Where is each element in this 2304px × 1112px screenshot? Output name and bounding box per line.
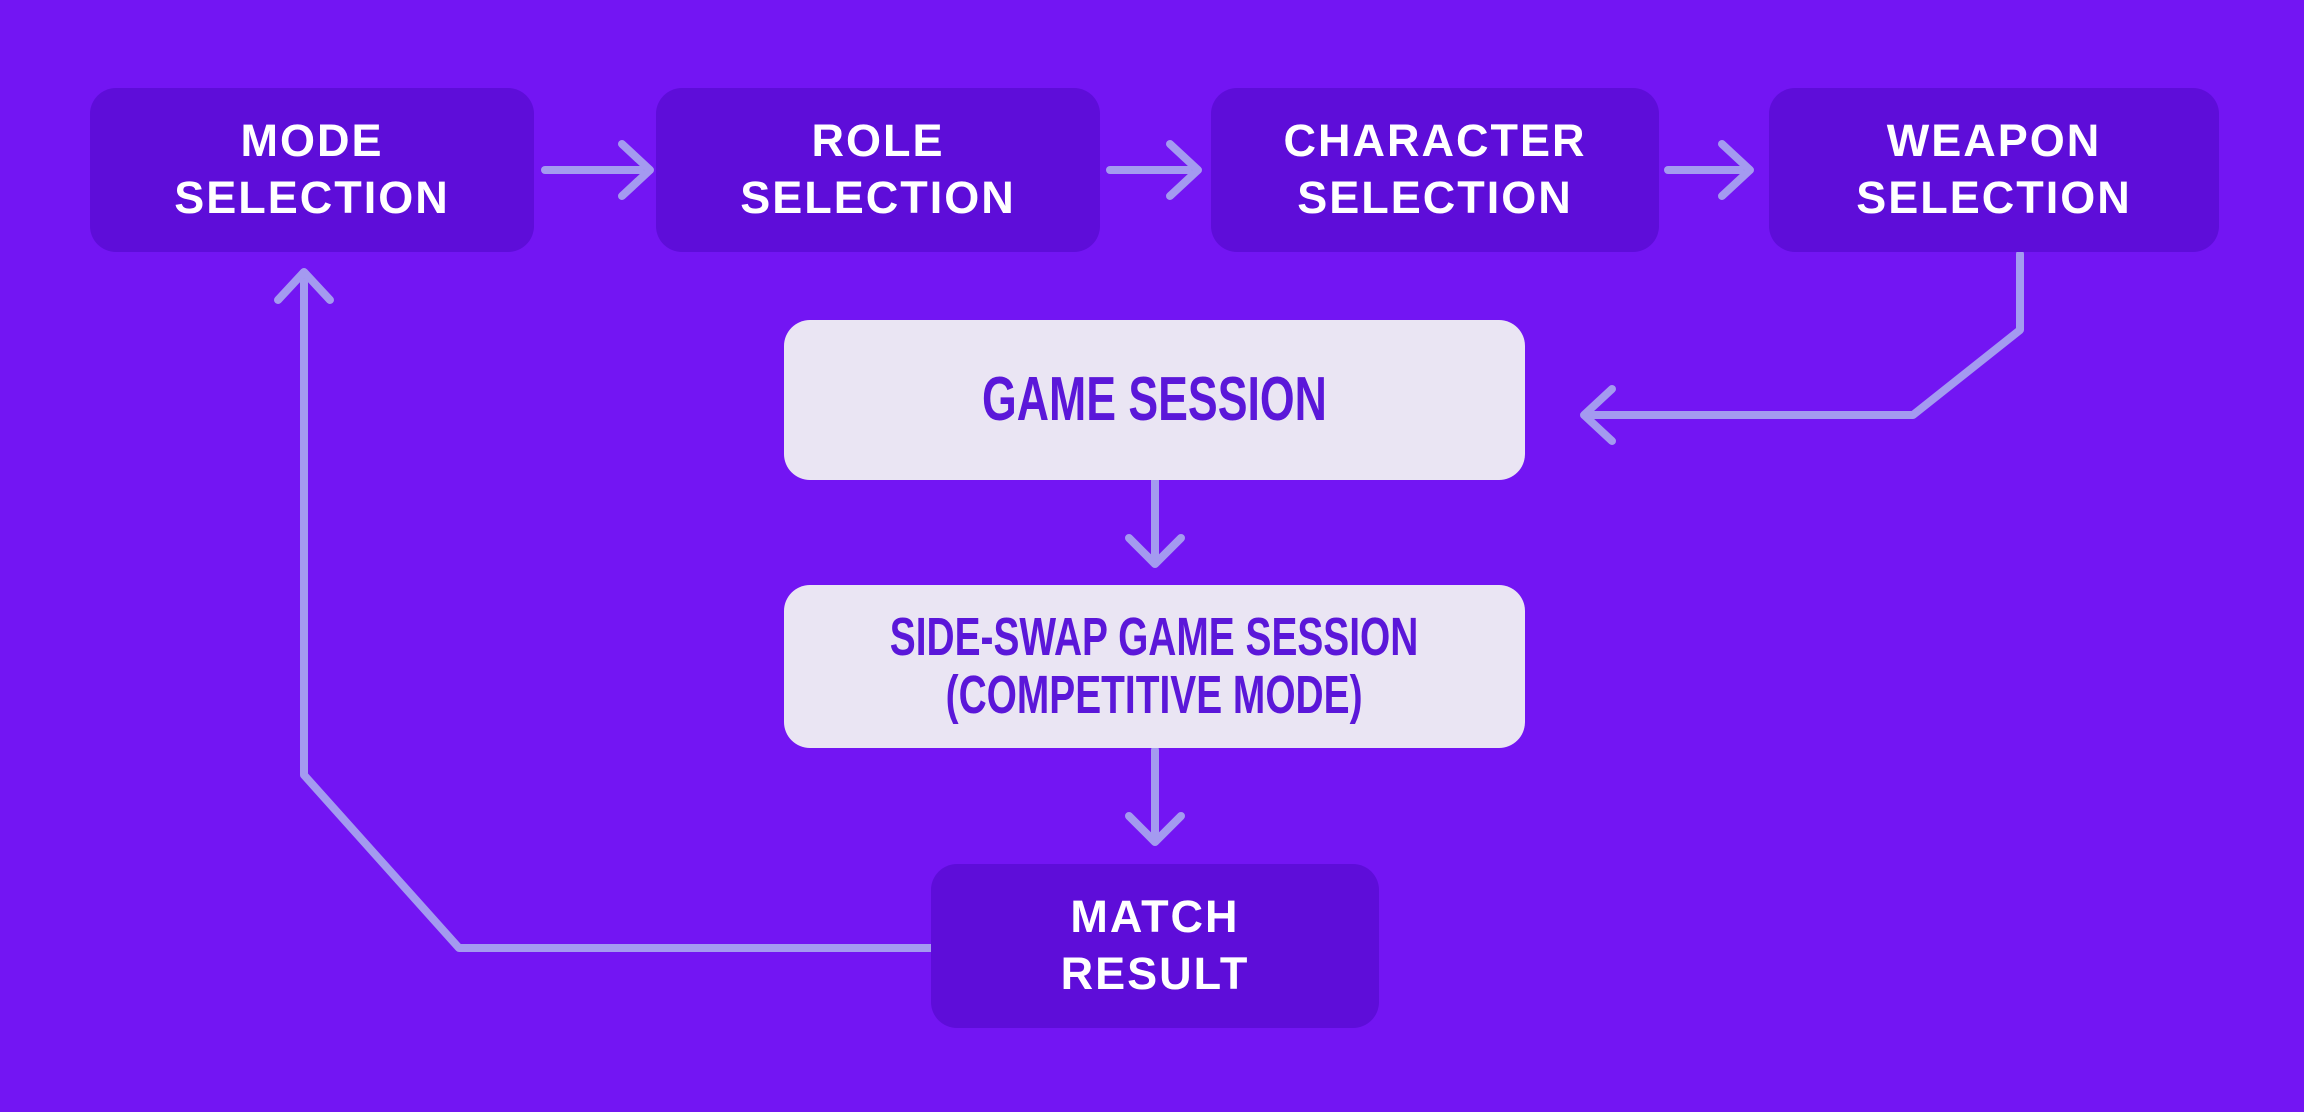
- node-role-selection: ROLE SELECTION: [656, 88, 1100, 252]
- node-game-session: GAME SESSION: [784, 320, 1525, 480]
- node-label-line: CHARACTER: [1283, 115, 1587, 167]
- arrow-match-result-to-mode-selection: [274, 268, 935, 952]
- node-label-line: SELECTION: [740, 172, 1016, 223]
- node-label-line: SIDE-SWAP GAME SESSION: [890, 606, 1419, 667]
- node-mode-selection: MODE SELECTION: [90, 88, 534, 252]
- arrow-character-to-weapon: [1664, 140, 1754, 200]
- node-label-line: SELECTION: [1297, 172, 1573, 223]
- node-label-line: WEAPON: [1886, 115, 2102, 167]
- node-label-line: MATCH: [1070, 891, 1240, 943]
- node-character-selection: CHARACTER SELECTION: [1211, 88, 1659, 252]
- node-label-line: ROLE: [811, 115, 945, 167]
- node-label-line: (COMPETITIVE MODE): [946, 664, 1363, 725]
- node-label: MODE SELECTION: [174, 113, 450, 226]
- node-label-line: RESULT: [1060, 948, 1250, 999]
- node-label: MATCH RESULT: [1061, 889, 1250, 1002]
- node-label: ROLE SELECTION: [740, 113, 1016, 226]
- arrow-side-swap-to-match-result: [1125, 746, 1185, 846]
- node-label: WEAPON SELECTION: [1856, 113, 2132, 226]
- node-weapon-selection: WEAPON SELECTION: [1769, 88, 2219, 252]
- node-label: GAME SESSION: [982, 369, 1327, 431]
- node-label: SIDE-SWAP GAME SESSION (COMPETITIVE MODE…: [890, 606, 1419, 725]
- node-match-result: MATCH RESULT: [931, 864, 1379, 1028]
- node-label-line: GAME SESSION: [982, 365, 1327, 434]
- node-label-line: MODE: [240, 115, 384, 167]
- node-label-line: SELECTION: [1856, 172, 2132, 223]
- arrow-role-to-character: [1106, 140, 1202, 200]
- arrow-game-session-to-side-swap: [1125, 476, 1185, 568]
- arrow-weapon-to-game-session: [1580, 250, 2024, 445]
- node-label-line: SELECTION: [174, 172, 450, 223]
- node-label: CHARACTER SELECTION: [1284, 113, 1587, 226]
- node-side-swap-game-session: SIDE-SWAP GAME SESSION (COMPETITIVE MODE…: [784, 585, 1525, 748]
- arrow-mode-to-role: [541, 140, 654, 200]
